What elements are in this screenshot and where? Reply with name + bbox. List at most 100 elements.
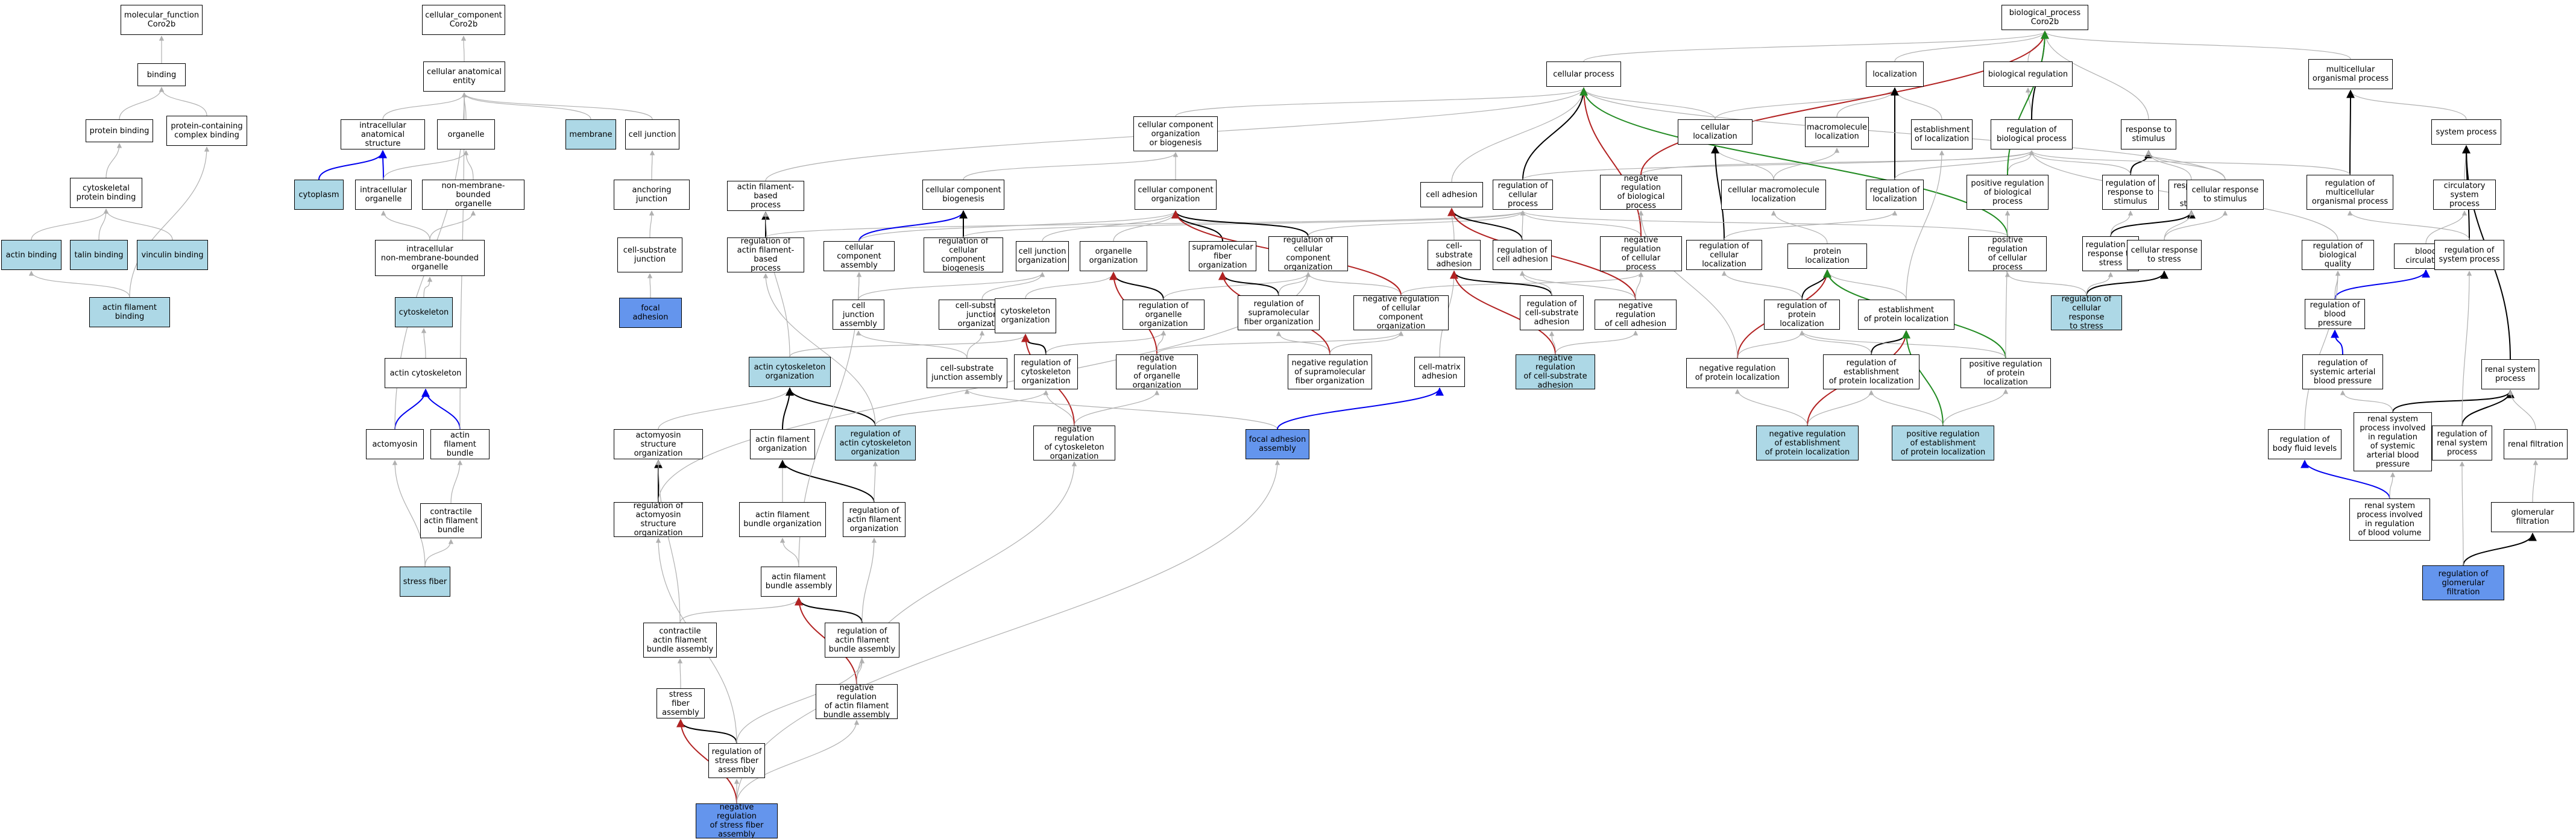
edge-csjo-to-cjo — [981, 272, 1045, 300]
go-term-rsprsabp: renal system process involved in regulat… — [2354, 412, 2432, 471]
go-term-estprotloc: establishment of protein localization — [1858, 300, 1954, 330]
edge-negregsupfib-to-regsupfib — [1276, 331, 1331, 355]
go-term-regafo: regulation of actin filament organizatio… — [843, 502, 905, 537]
edge-stressfiber-to-actomyosin — [392, 460, 426, 567]
edge-posregbp-to-regbp — [2007, 150, 2035, 175]
edge-negregcytoorg-to-regcytoorg — [1043, 390, 1075, 426]
edge-protbind-to-binding — [119, 87, 165, 120]
go-term-cc: cellular_component Coro2b — [422, 5, 505, 35]
go-term-negregcytoorg: negative regulation of cytoskeleton orga… — [1033, 425, 1115, 461]
go-term-regrenalsys: regulation of renal system process — [2432, 426, 2492, 460]
edge-rsprsabp-to-renalsys — [2392, 389, 2515, 413]
edge-negregprotloc-to-negregbp — [1638, 210, 1738, 359]
edge-supfib-to-cco — [1171, 210, 1223, 242]
edge-regbp2-to-bloodcirc — [2334, 269, 2430, 300]
edge-afb-to-actinb — [28, 271, 130, 298]
go-term-negregorgorg: negative regulation of organelle organiz… — [1116, 354, 1198, 390]
edge-cellloc-to-localization — [1715, 87, 1898, 120]
go-term-renalfilt: renal filtration — [2504, 429, 2568, 459]
edge-regrenalsys-to-renalsys — [2461, 389, 2515, 426]
edge-regcellloc-to-regloc — [1724, 210, 1898, 240]
go-term-renalsys: renal system process — [2481, 359, 2539, 389]
go-term-csjunc: cell-substrate junction — [617, 237, 682, 272]
go-term-negregestprotloc: negative regulation of establishment of … — [1756, 426, 1859, 460]
go-term-cytoprot: cytoskeletal protein binding — [70, 178, 142, 208]
go-term-regglomfilt: regulation of glomerular filtration — [2422, 565, 2504, 600]
edge-bloodcirc-to-circsys — [2425, 210, 2467, 244]
go-term-stressfiber: stress fiber — [400, 567, 450, 597]
edge-rsprsabp-to-regsabp — [2340, 390, 2393, 413]
edge-estprotloc-to-protloc — [1824, 269, 1907, 300]
edge-negregcp-to-regcp — [1520, 210, 1642, 237]
edge-ccob-to-cellproc — [1175, 87, 1587, 117]
go-term-actomyosin: actomyosin — [366, 429, 424, 459]
go-term-posregbp: positive regulation of biological proces… — [1967, 175, 2049, 210]
edge-regcellloc-to-cellloc — [1711, 145, 1725, 240]
edge-regcellrespstress-to-cellrespstress — [2086, 270, 2168, 296]
go-term-celljunc: cell junction — [625, 119, 679, 149]
edge-cellrespstim-to-cellproc — [1581, 87, 2226, 180]
edge-regprotloc-to-regcellloc — [1721, 271, 1803, 300]
go-term-regcsadh: regulation of cell-substrate adhesion — [1520, 295, 1584, 330]
edge-regbfl-to-regbioqual — [2304, 271, 2341, 430]
edge-faa-to-csja — [964, 389, 1278, 430]
edge-regafo-to-regaco — [872, 461, 878, 503]
edge-regaco-to-regcytoorg — [875, 390, 1049, 426]
go-term-regcelladh: regulation of cell adhesion — [1493, 240, 1552, 270]
edge-negregprotloc-to-regprotloc — [1737, 330, 1805, 359]
edge-negregcytoorg-to-negregorgorg — [1074, 390, 1160, 426]
go-term-cafba: contractile actin filament bundle assemb… — [643, 623, 717, 658]
edge-renalfilt-to-renalsys — [2507, 390, 2536, 430]
go-term-ccbiog: cellular component biogenesis — [922, 180, 1004, 210]
go-term-sfa: stress fiber assembly — [657, 688, 705, 718]
go-term-mop: multicellular organismal process — [2308, 59, 2393, 89]
go-term-negregafba: negative regulation of actin filament bu… — [816, 683, 898, 720]
go-term-cytoskeleton: cytoskeleton — [395, 297, 453, 327]
go-term-regcellloc: regulation of cellular localization — [1686, 240, 1762, 270]
go-term-nmbo: non-membrane-bounded organelle — [422, 180, 524, 210]
go-term-csadh: cell-substrate adhesion — [1428, 240, 1481, 270]
edge-regglomfilt-to-regrenalsys — [2459, 461, 2465, 566]
edge-cja-to-cjo — [858, 272, 1045, 300]
go-term-sysproc: system process — [2431, 119, 2501, 145]
go-term-supfib: supramolecular fiber organization — [1189, 241, 1256, 271]
edge-regafba-to-afba — [795, 597, 863, 623]
go-term-cellrespstim: cellular response to stimulus — [2187, 180, 2264, 210]
edge-cjo-to-cco — [1042, 210, 1179, 242]
edge-posregcp-to-regcp — [1520, 210, 2008, 237]
go-term-respstim: response to stimulus — [2121, 119, 2176, 149]
edge-estloc-to-localization — [1892, 87, 1942, 120]
go-term-negregsfa: negative regulation of stress fiber asse… — [696, 803, 778, 839]
go-term-cytoorg: cytoskeleton organization — [995, 298, 1056, 333]
edge-csjunc-to-anchjunc — [649, 210, 655, 238]
edge-cellrespstress-to-cellrespstim — [2164, 210, 2228, 240]
go-term-regprotloc: regulation of protein localization — [1764, 300, 1840, 330]
go-term-cae: cellular anatomical entity — [423, 61, 505, 92]
edge-posregestprotloc-to-posregprotloc — [1942, 389, 2009, 426]
go-term-binding: binding — [137, 63, 186, 86]
go-term-regcytoorg: regulation of cytoskeleton organization — [1014, 354, 1078, 389]
go-term-regestprotloc: regulation of establishment of protein l… — [1823, 354, 1919, 389]
go-term-rsprbv: renal system process involved in regulat… — [2349, 498, 2430, 541]
edge-respstim-to-bp — [2042, 31, 2149, 120]
go-term-ccassembly: cellular component assembly — [824, 241, 895, 271]
edge-aco-to-cytoorg — [789, 334, 1028, 357]
edge-regsfa-to-regafba — [736, 658, 865, 744]
edge-posregestprotloc-to-estprotloc — [1902, 330, 1944, 426]
go-term-regbioqual: regulation of biological quality — [2302, 240, 2374, 270]
go-term-organelle: organelle — [437, 119, 495, 149]
go-term-protbind: protein binding — [86, 119, 153, 142]
edge-cytoplasm-to-ias — [318, 149, 387, 180]
edge-ccassembly-to-ccbiog — [858, 210, 968, 242]
go-term-cellproc: cellular process — [1546, 61, 1621, 87]
go-term-circsys: circulatory system process — [2433, 180, 2496, 210]
go-term-actinb: actin binding — [1, 240, 61, 270]
edge-afba-to-afbo — [779, 538, 799, 567]
edge-actinb-to-cytoprot — [31, 209, 109, 240]
go-term-cja: cell junction assembly — [833, 300, 884, 330]
edge-glomfilt-to-renalfilt — [2532, 460, 2539, 503]
edge-actcyto-to-cytoskeleton — [421, 328, 427, 359]
go-term-regsfa: regulation of stress fiber assembly — [708, 743, 765, 778]
go-term-posregestprotloc: positive regulation of establishment of … — [1892, 426, 1994, 460]
go-term-actcyto: actin cytoskeleton — [385, 358, 467, 388]
